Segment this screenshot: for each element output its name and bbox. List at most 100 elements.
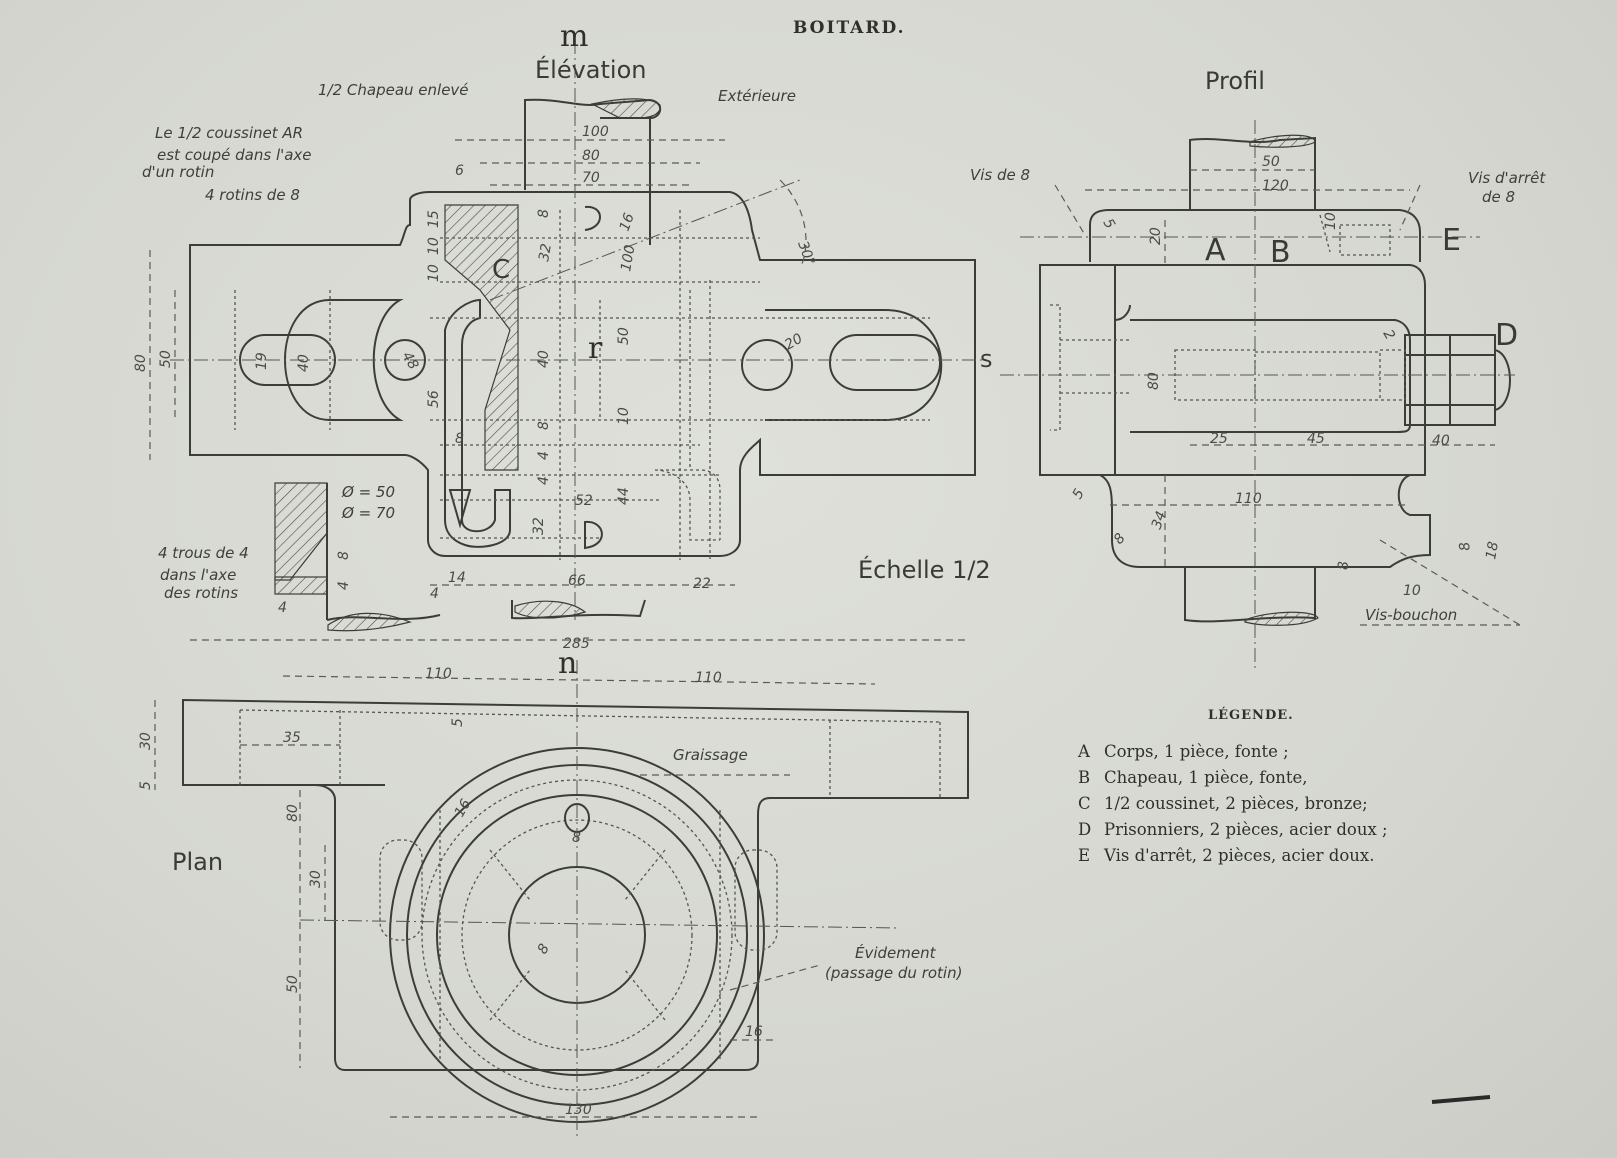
bearing-shell-section [444, 204, 519, 471]
part-label-a: A [1205, 233, 1226, 268]
dim: 4 [336, 581, 352, 590]
profile-body [1039, 264, 1426, 476]
dim: 110 [695, 670, 722, 686]
dim: 8 [455, 431, 464, 447]
dim: 5 [450, 718, 466, 727]
note-rotins: 4 rotins de 8 [205, 186, 300, 204]
dim: 80 [133, 354, 149, 372]
legend-title: LÉGENDE. [1208, 708, 1294, 723]
dim: 8 [1336, 561, 1352, 570]
note-diam-70: Ø = 70 [341, 504, 395, 522]
dim: 32 [531, 517, 547, 535]
dim: 16 [617, 211, 638, 233]
dim: 30° [794, 239, 818, 268]
dim: 70 [582, 170, 600, 186]
dim: 25 [1210, 431, 1228, 447]
part-label-c: C [492, 255, 510, 285]
author-header: BOITARD. [793, 18, 906, 38]
note-trous-3: des rotins [164, 584, 238, 602]
plan-title: Plan [172, 848, 223, 876]
dim: 40 [1432, 433, 1450, 449]
dim: 56 [426, 390, 442, 408]
dim: 50 [158, 350, 174, 368]
legend-key: E [1078, 846, 1091, 865]
hole-detail [274, 482, 441, 632]
dim: 34 [1149, 509, 1170, 531]
dim: 8 [536, 421, 552, 430]
dim: 110 [425, 666, 452, 682]
plan-outline [182, 698, 969, 1071]
right-slot [829, 334, 941, 391]
elevation-view [149, 40, 985, 641]
dim: 8 [535, 941, 553, 957]
note-vis-de-8: Vis de 8 [970, 166, 1030, 184]
dim: 8 [1457, 540, 1474, 552]
dim: 15 [426, 210, 442, 228]
elevation-title: Élévation [535, 55, 646, 84]
left-bolt-hole [384, 339, 426, 381]
dim: 80 [582, 148, 600, 164]
note-trous-1: 4 trous de 4 [158, 544, 249, 562]
dim: 10 [426, 264, 442, 282]
grease-hole [584, 520, 603, 550]
dim: 285 [563, 636, 590, 652]
dim: 8 [336, 551, 352, 560]
dim: 80 [1146, 372, 1162, 390]
shaft-section-bottom [514, 600, 587, 619]
staple-mark [1431, 1095, 1491, 1104]
dim: 16 [452, 796, 475, 820]
note-coussinet-3: d'un rotin [142, 163, 214, 181]
dim: 52 [575, 493, 593, 509]
scale-note: Échelle 1/2 [858, 555, 991, 584]
legend-text: Corps, 1 pièce, fonte ; [1104, 742, 1289, 761]
dim: 120 [1262, 178, 1289, 194]
profile-dimensions: 50 120 5 20 10 2 80 25 45 40 5 110 34 8 … [1070, 154, 1502, 599]
dim: 110 [1235, 491, 1262, 507]
dim: 32 [536, 242, 555, 262]
dim: 4 [536, 451, 552, 460]
part-label-r: r [588, 331, 603, 366]
dim: 8 [536, 209, 552, 218]
dim: 40 [296, 354, 312, 372]
legend-key: B [1078, 768, 1091, 787]
dim: 20 [782, 331, 806, 354]
note-vis-arret-1: Vis d'arrêt [1468, 169, 1546, 187]
marker-m: m [560, 19, 588, 54]
dim: 5 [1100, 216, 1118, 232]
legend-key: D [1078, 820, 1092, 839]
left-slot [239, 334, 336, 386]
exterior-note: Extérieure [718, 87, 796, 105]
dim: 100 [618, 244, 638, 273]
body-outline [189, 191, 976, 557]
note-evidement-1: Évidement [855, 943, 937, 962]
dim: 10 [1403, 583, 1421, 599]
dim: 6 [455, 163, 464, 179]
dim: 10 [1323, 212, 1339, 230]
dim: 16 [745, 1024, 763, 1040]
dim: 30 [138, 732, 154, 750]
dim: 18 [1483, 540, 1502, 560]
part-label-d: D [1495, 318, 1518, 353]
right-bolt-hole [741, 339, 793, 391]
note-evidement-2: (passage du rotin) [825, 964, 962, 982]
note-vis-bouchon: Vis-bouchon [1365, 606, 1457, 624]
dim: 22 [693, 576, 711, 592]
part-label-e: E [1442, 223, 1461, 258]
dim: 10 [426, 237, 442, 255]
dim: 4 [536, 476, 552, 485]
dim: 5 [138, 781, 154, 790]
part-label-b: B [1270, 235, 1291, 270]
dim: 8 [572, 830, 581, 846]
dim: 4 [430, 586, 439, 602]
dim: 30 [308, 870, 324, 888]
dim: 14 [448, 570, 466, 586]
note-graissage: Graissage [673, 746, 748, 764]
dim: 48 [399, 349, 422, 373]
legend-text: Vis d'arrêt, 2 pièces, acier doux. [1104, 846, 1375, 865]
dim: 80 [285, 804, 301, 822]
